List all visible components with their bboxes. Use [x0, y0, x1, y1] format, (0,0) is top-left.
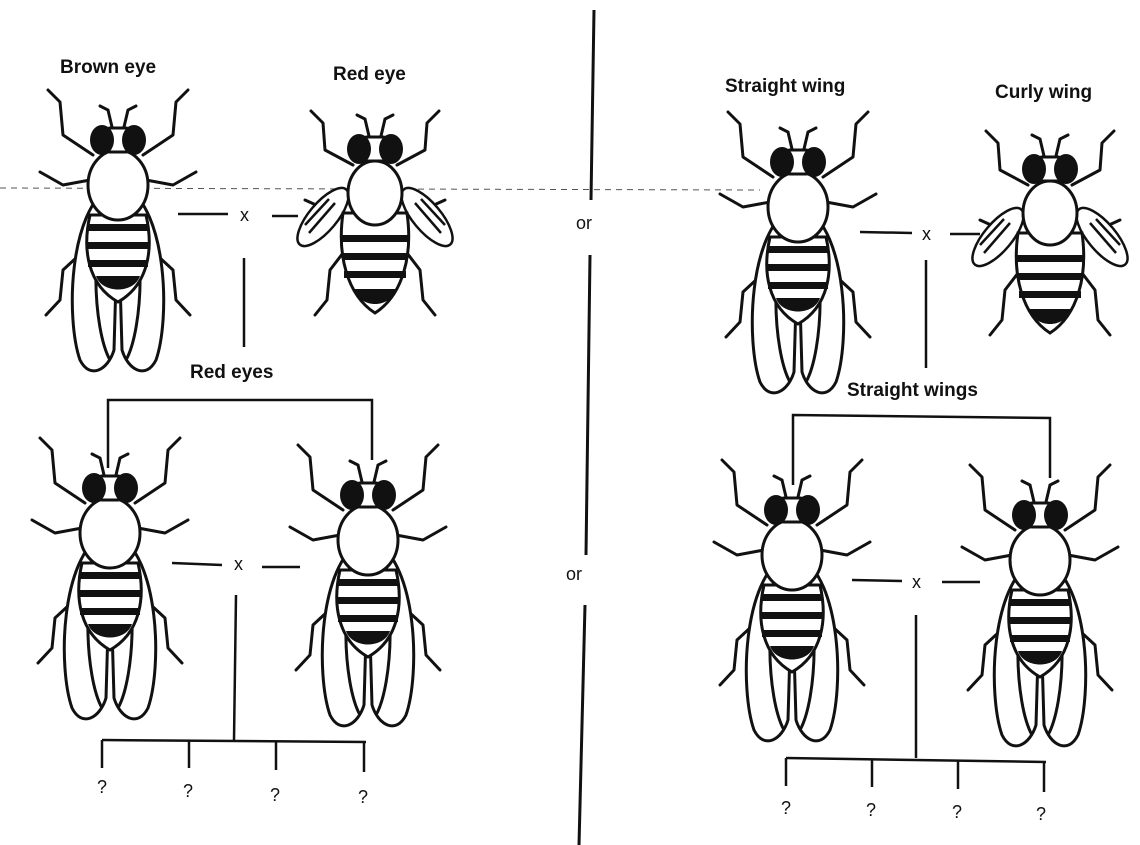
fly-f1-right-2: [962, 465, 1118, 746]
or-label-top: or: [576, 213, 592, 233]
f1-straight-wings-label: Straight wings: [847, 380, 978, 401]
fly-f1-left-1: [32, 438, 188, 719]
offspring-unknown: ?: [781, 798, 791, 818]
cross-connector-top-right: [860, 232, 980, 368]
or-label-bottom: or: [566, 564, 582, 584]
curly-wing-label: Curly wing: [995, 82, 1092, 103]
red-eye-label: Red eye: [333, 64, 406, 85]
fly-parent-red-eye: [289, 111, 461, 315]
left-panel: Brown eye Red eye x Red eyes x ? ? ? ?: [32, 57, 461, 807]
f1-bracket: [108, 400, 372, 468]
cross-symbol-top: x: [240, 205, 249, 225]
right-panel: Straight wing Curly wing x Straight wing…: [714, 76, 1136, 824]
brown-eye-label: Brown eye: [60, 57, 156, 78]
f1-bracket-right: [793, 415, 1050, 485]
straight-wing-label: Straight wing: [725, 76, 845, 97]
f1-red-eyes-label: Red eyes: [190, 362, 273, 383]
cross-connector-top: [178, 214, 298, 347]
offspring-unknown: ?: [97, 777, 107, 797]
fly-parent-straight-wing: [720, 112, 876, 393]
offspring-unknown: ?: [1036, 804, 1046, 824]
offspring-unknown: ?: [358, 787, 368, 807]
cross-symbol-top-right: x: [922, 224, 931, 244]
fly-parent-curly-wing: [964, 131, 1136, 335]
cross-symbol-bottom-right: x: [912, 572, 921, 592]
offspring-unknown: ?: [270, 785, 280, 805]
offspring-unknown: ?: [183, 781, 193, 801]
fly-f1-right-1: [714, 460, 870, 741]
offspring-unknown: ?: [952, 802, 962, 822]
panel-divider: [579, 10, 594, 845]
fly-f1-left-2: [290, 445, 446, 726]
cross-symbol-bottom: x: [234, 554, 243, 574]
offspring-unknown: ?: [866, 800, 876, 820]
fly-parent-brown-eye: [40, 90, 196, 371]
